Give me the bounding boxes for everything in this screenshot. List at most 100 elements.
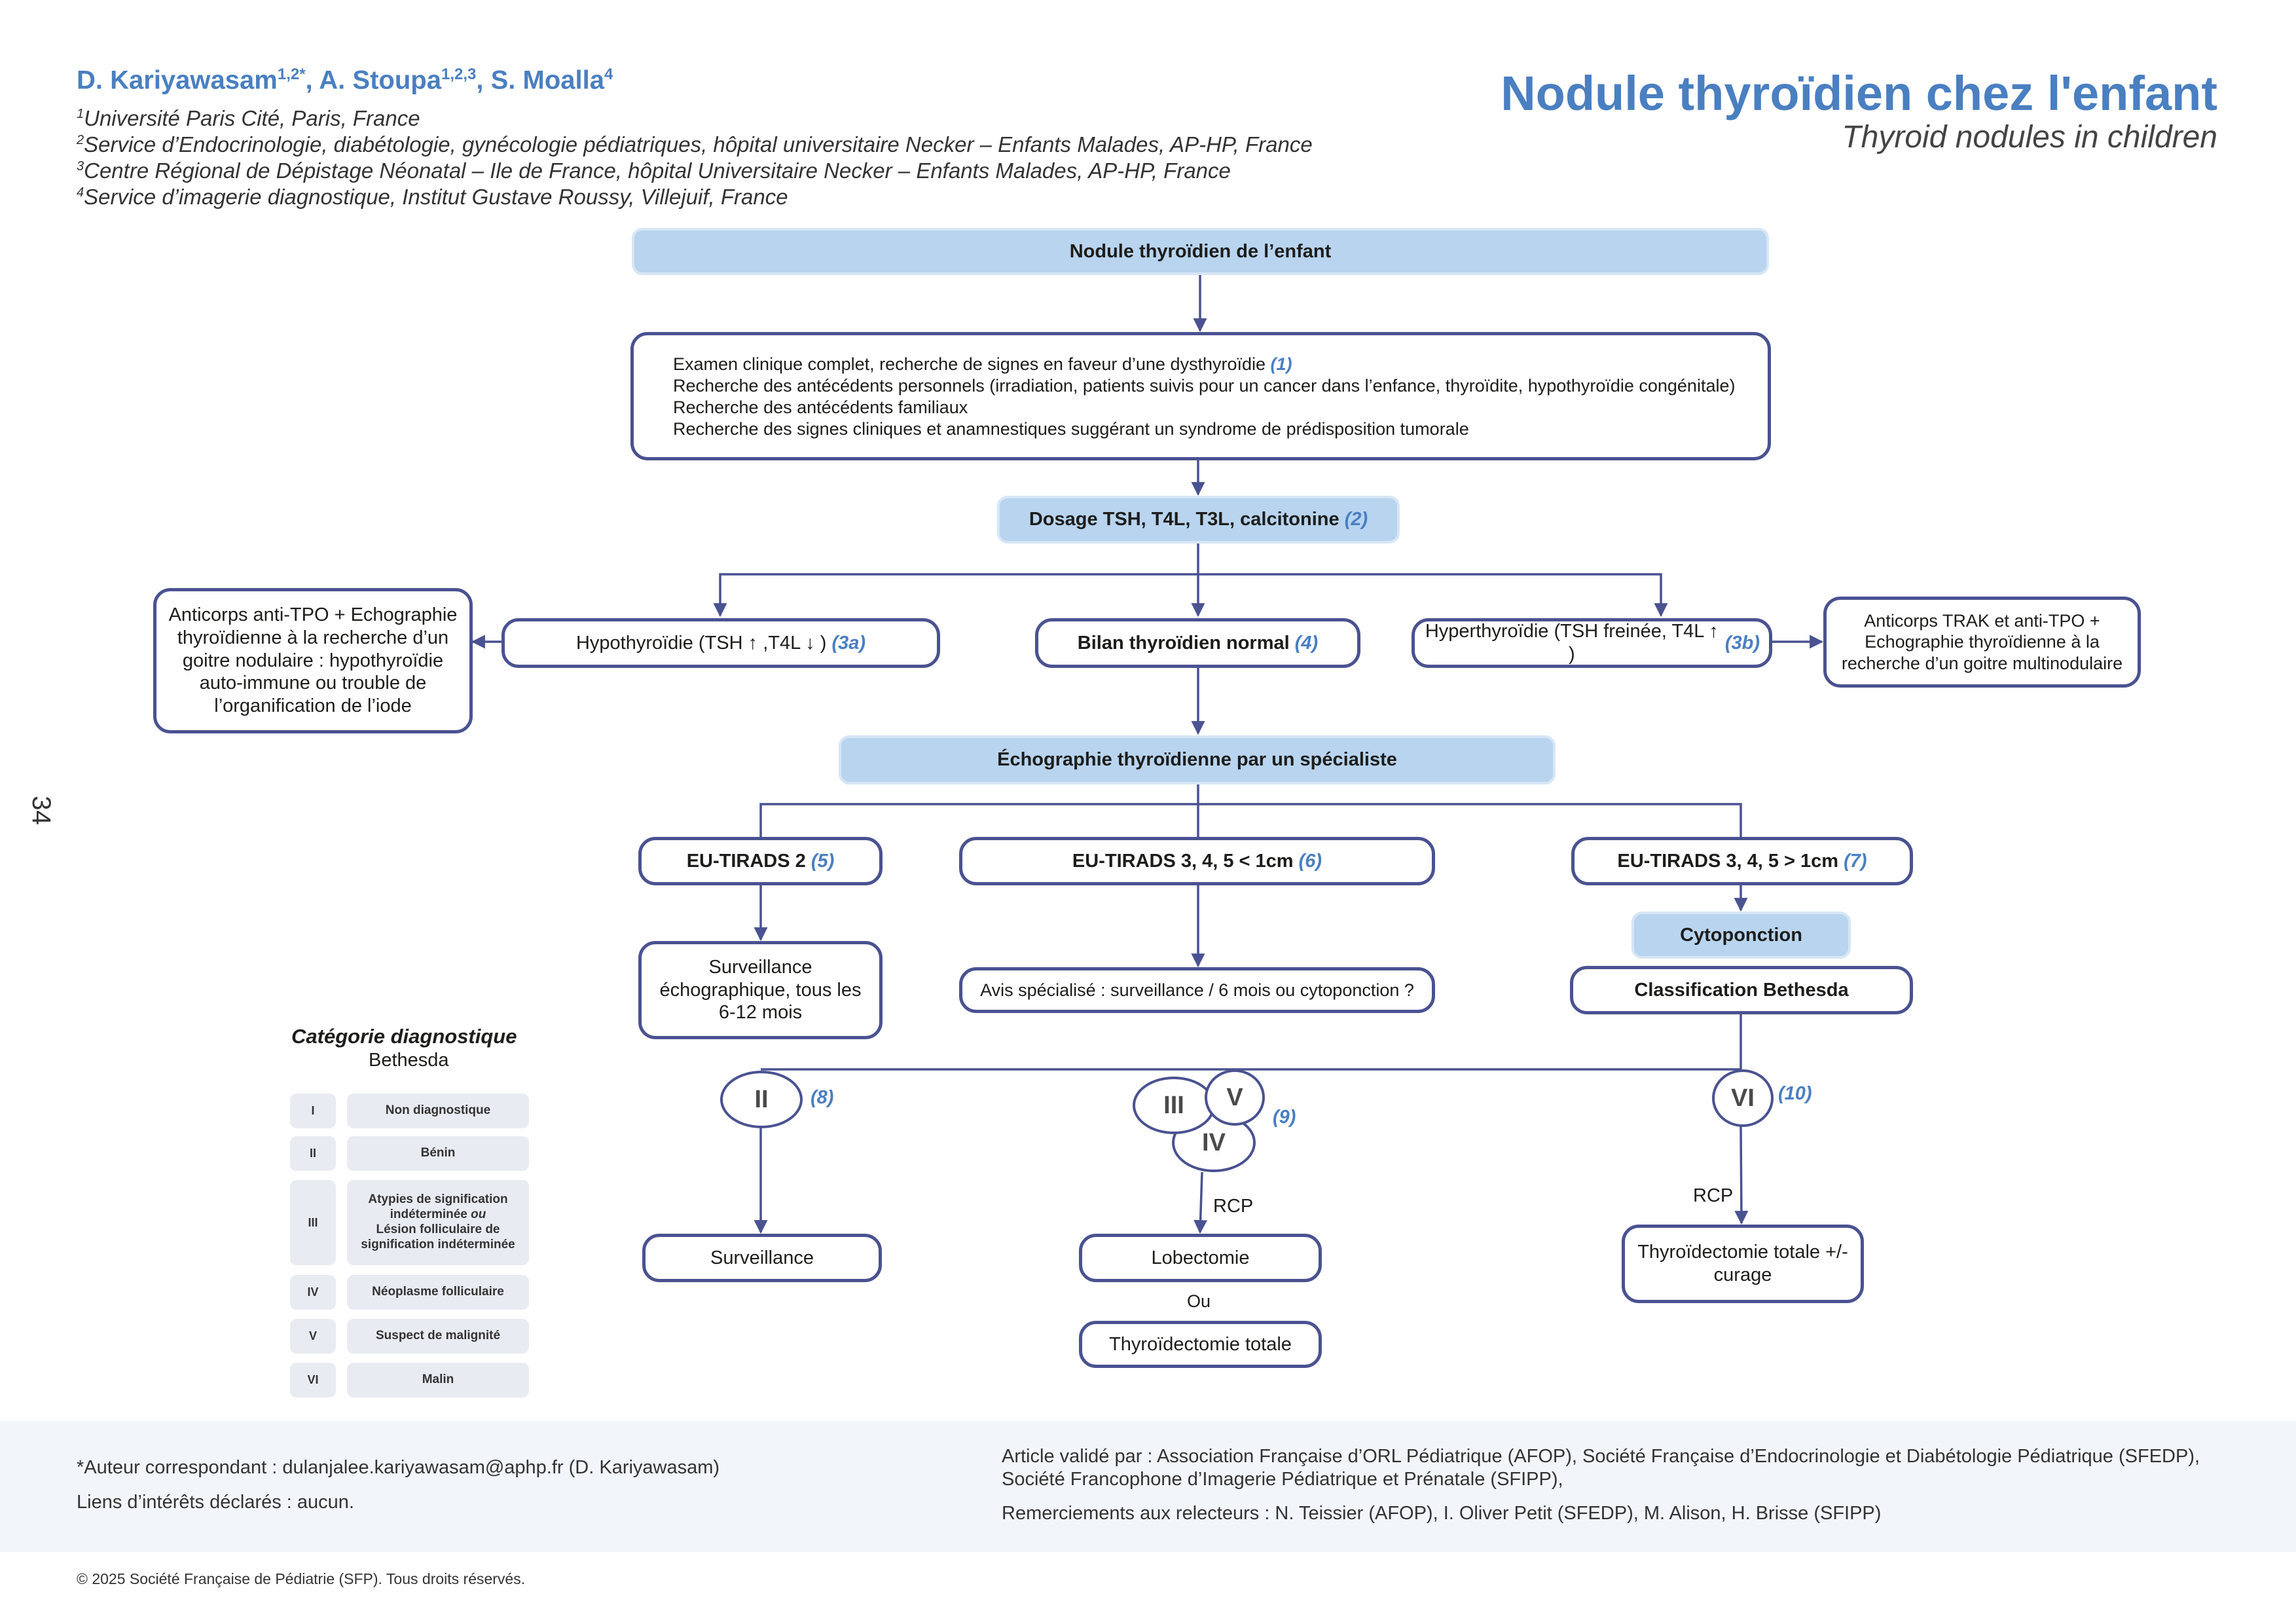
avis-box: Avis spécialisé : surveillance / 6 mois … <box>959 967 1435 1013</box>
author-3-affiliation: 4 <box>604 65 613 83</box>
affiliation-1-number: 1 <box>77 107 84 121</box>
clinical-exam-box <box>630 332 1771 460</box>
cytoponction-node: Cytoponction <box>1631 912 1851 959</box>
rcp-left-label: RCP <box>1213 1196 1254 1217</box>
tirads2-box: EU-TIRADS 2 (5) <box>638 837 883 885</box>
clinical-exam-list: Examen clinique complet, recherche de si… <box>673 354 1735 440</box>
affiliation-2: 2Service d’Endocrinologie, diabétologie,… <box>77 132 1313 157</box>
tirads-lt-box: EU-TIRADS 3, 4, 5 < 1cm (6) <box>959 837 1435 885</box>
affiliation-4-number: 4 <box>77 185 84 200</box>
validated-by-line-1: Article validé par : Association Françai… <box>1002 1446 2200 1467</box>
legend-row-4-number: IV <box>290 1275 336 1310</box>
branch-tirads <box>759 803 1742 837</box>
affiliation-2-text: Service d’Endocrinologie, diabétologie, … <box>84 132 1313 157</box>
legend-row-2-number: II <box>290 1136 336 1171</box>
branch-hypo-hyper <box>713 573 1668 618</box>
bethesda-ii-circle: II <box>720 1071 803 1128</box>
author-1: D. Kariyawasam <box>77 65 278 95</box>
exam-line-4: Recherche des signes cliniques et anamne… <box>673 419 1469 439</box>
tirads2-label: EU-TIRADS 2 <box>686 850 806 872</box>
corresponding-author: *Auteur correspondant : dulanjalee.kariy… <box>77 1457 720 1478</box>
echo-node: Échographie thyroïdienne par un spéciali… <box>839 735 1556 784</box>
hypo-box: Hypothyroïdie (TSH ↑ ,T4L ↓ ) (3a) <box>501 618 940 668</box>
legend-row-1-number: I <box>290 1094 336 1128</box>
author-2: A. Stoupa <box>319 65 441 95</box>
exam-line-3: Recherche des antécédents familiaux <box>673 397 968 417</box>
normal-box: Bilan thyroïdien normal (4) <box>1035 618 1360 668</box>
reviewers-thanks: Remerciements aux relecteurs : N. Teissi… <box>1002 1503 1882 1524</box>
legend-row-3-line-4: signification indéterminée <box>361 1237 515 1251</box>
exam-line-1-text: Examen clinique complet, recherche de si… <box>673 354 1271 374</box>
ref-10: (10) <box>1778 1083 1812 1104</box>
legend-row-3-line-2: indéterminée ou <box>390 1208 486 1223</box>
normal-ref: (4) <box>1294 632 1319 654</box>
legend-title: Catégorie diagnostique <box>291 1025 517 1048</box>
thyroidectomie-curage-box: Thyroïdectomie totale +/- curage <box>1622 1225 1864 1303</box>
top-node: Nodule thyroïdien de l’enfant <box>632 228 1769 275</box>
legend-row-2-label: Bénin <box>347 1136 529 1171</box>
hyper-side-box: Anticorps TRAK et anti-TPO + Echographie… <box>1823 597 2141 688</box>
surveillance-echo-box: Surveillance échographique, tous les 6-1… <box>638 941 883 1039</box>
conflicts-of-interest: Liens d’intérêts déclarés : aucun. <box>77 1492 354 1513</box>
hyper-ref: (3b) <box>1724 632 1760 654</box>
rcp-right-label: RCP <box>1693 1185 1734 1206</box>
dosage-label: Dosage TSH, T4L, T3L, calcitonine <box>1029 509 1339 530</box>
ref-9: (9) <box>1273 1107 1296 1128</box>
copyright: © 2025 Société Française de Pédiatrie (S… <box>77 1570 526 1587</box>
legend-row-6-number: VI <box>290 1363 336 1397</box>
legend-row-3-line-2-or: ou <box>471 1208 486 1222</box>
legend-subtitle: Bethesda <box>369 1050 449 1071</box>
hypo-ref: (3a) <box>831 632 866 654</box>
tirads-gt-box: EU-TIRADS 3, 4, 5 > 1cm (7) <box>1571 837 1913 885</box>
legend-row-5-label: Suspect de malignité <box>347 1319 529 1354</box>
affiliation-1-text: Université Paris Cité, Paris, France <box>84 106 420 130</box>
surveillance-box: Surveillance <box>642 1234 882 1282</box>
hypo-label: Hypothyroïdie (TSH ↑ ,T4L ↓ ) <box>575 632 827 654</box>
exam-line-1: Examen clinique complet, recherche de si… <box>673 354 1735 375</box>
bethesda-box: Classification Bethesda <box>1570 966 1913 1014</box>
author-3: S. Moalla <box>490 65 604 95</box>
affiliation-4-text: Service d’imagerie diagnostique, Institu… <box>84 185 788 209</box>
affiliation-3: 3Centre Régional de Dépistage Néonatal –… <box>77 158 1231 183</box>
tirads-gt-ref: (7) <box>1844 850 1867 872</box>
legend-row-5-number: V <box>290 1319 336 1354</box>
legend-row-6-label: Malin <box>347 1363 529 1397</box>
author-1-affiliation: 1,2* <box>277 65 306 83</box>
lobectomie-box: Lobectomie <box>1079 1234 1322 1282</box>
footer-band <box>0 1421 2296 1552</box>
hypo-side-box: Anticorps anti-TPO + Echographie thyroïd… <box>153 588 473 733</box>
legend-row-3-line-2-text: indéterminée <box>390 1208 471 1222</box>
bethesda-vi-circle: VI <box>1712 1069 1774 1127</box>
hyper-label: Hyperthyroïdie (TSH freinée, T4L ↑ ) <box>1425 621 1719 665</box>
affiliation-3-text: Centre Régional de Dépistage Néonatal – … <box>84 158 1231 183</box>
legend-row-3-line-1: Atypies de signification <box>368 1192 508 1207</box>
bethesda-iii-circle: III <box>1133 1077 1215 1134</box>
legend-row-1-label: Non diagnostique <box>347 1094 529 1128</box>
tirads2-ref: (5) <box>811 850 835 872</box>
page-subtitle: Thyroid nodules in children <box>1842 120 2217 155</box>
exam-line-1-ref: (1) <box>1270 354 1292 374</box>
authors: D. Kariyawasam1,2*, A. Stoupa1,2,3, S. M… <box>77 65 613 95</box>
affiliation-1: 1Université Paris Cité, Paris, France <box>77 106 420 131</box>
affiliation-3-number: 3 <box>77 159 84 174</box>
hyper-box: Hyperthyroïdie (TSH freinée, T4L ↑ ) (3b… <box>1412 618 1772 668</box>
exam-line-2: Recherche des antécédents personnels (ir… <box>673 376 1736 396</box>
thyroidectomie-totale-box: Thyroïdectomie totale <box>1079 1321 1322 1368</box>
normal-label: Bilan thyroïdien normal <box>1077 632 1290 654</box>
legend-row-3-number: III <box>290 1180 336 1265</box>
arrow-iii-to-lobectomie <box>1194 1172 1208 1234</box>
page-title: Nodule thyroïdien chez l'enfant <box>1501 66 2217 120</box>
legend-row-4-label: Néoplasme folliculaire <box>347 1275 529 1310</box>
tirads-lt-label: EU-TIRADS 3, 4, 5 < 1cm <box>1072 850 1294 872</box>
tirads-gt-label: EU-TIRADS 3, 4, 5 > 1cm <box>1617 850 1839 872</box>
legend-row-3-label: Atypies de signification indéterminée ou… <box>347 1180 529 1265</box>
ref-8: (8) <box>811 1087 834 1108</box>
affiliation-2-number: 2 <box>77 133 84 147</box>
author-2-affiliation: 1,2,3 <box>441 65 477 83</box>
legend-row-3-line-3: Lésion folliculaire de <box>376 1223 500 1236</box>
or-label: Ou <box>1187 1291 1211 1311</box>
validated-by-line-2: Société Francophone d’Imagerie Pédiatriq… <box>1002 1469 1563 1490</box>
affiliation-4: 4Service d’imagerie diagnostique, Instit… <box>77 185 788 210</box>
bethesda-v-circle: V <box>1205 1069 1265 1126</box>
